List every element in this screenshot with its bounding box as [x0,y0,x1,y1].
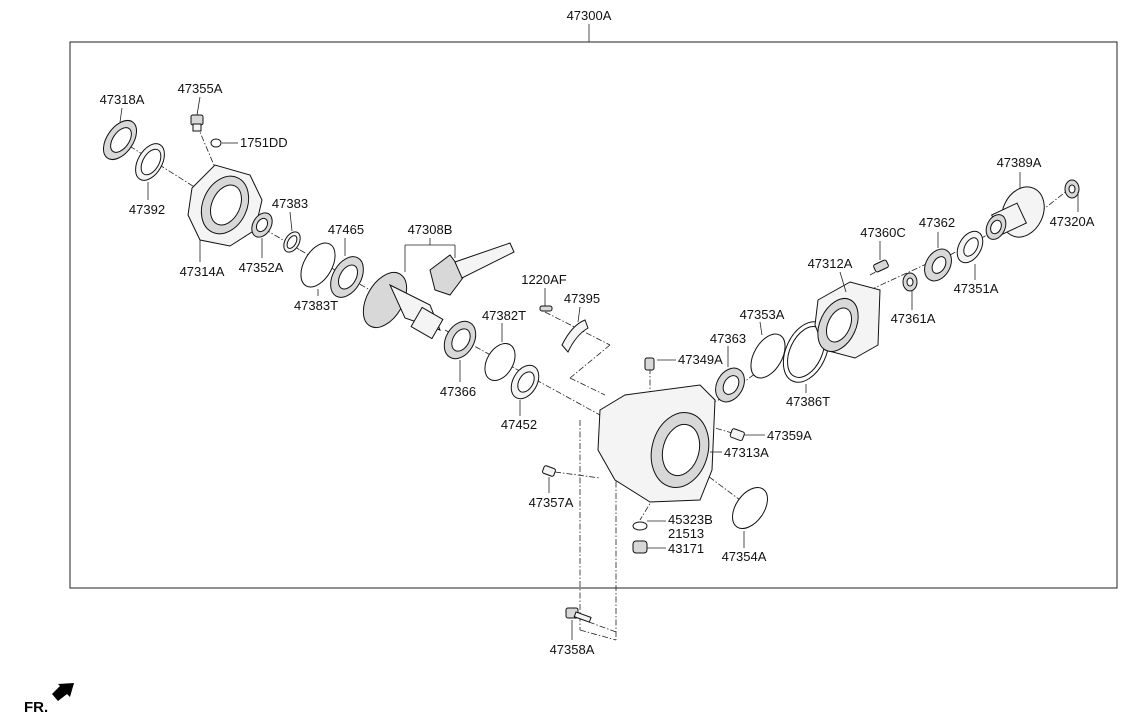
flange-47389a [985,186,1045,240]
label-47320a: 47320A [1050,214,1095,229]
label-47395: 47395 [564,291,600,306]
oring-47354a [732,487,768,529]
label-47389a: 47389A [997,155,1042,170]
bearing-47362 [924,248,952,282]
label-1751dd: 1751DD [240,135,288,150]
label-1220af: 1220AF [521,272,567,287]
shim-47382t [484,343,516,381]
label-47383: 47383 [272,196,308,211]
label-47366: 47366 [440,384,476,399]
label-47362: 47362 [919,215,955,230]
label-47357a: 47357A [529,495,574,510]
nut-47320a [1064,179,1080,199]
front-arrow-icon [52,683,74,701]
label-47355a: 47355A [178,81,223,96]
seal-47318a [102,119,138,161]
clip-47395 [561,319,589,353]
housing-47312a [814,281,881,359]
assembly-lines [119,124,1069,641]
assembly-frame [69,41,1118,589]
bearing-47366 [443,320,477,360]
label-47392: 47392 [129,202,165,217]
screw-1220af [539,305,553,312]
dowel-47359a [729,428,745,442]
seal-47452 [510,364,540,400]
ring-47392 [135,143,165,181]
leader-lines [119,96,1079,640]
part-labels: 47318A 47355A 1751DD 47392 47314A 47352A… [100,81,1095,657]
label-47318a: 47318A [100,92,145,107]
nut-47361a [902,272,918,292]
label-47314a: 47314A [180,264,225,279]
label-47352a: 47352A [239,260,284,275]
label-47383t: 47383T [294,298,338,313]
label-43171: 43171 [668,541,704,556]
washer-1751dd [210,138,222,148]
bearing-47465 [330,256,364,298]
seal-47351a [956,230,984,264]
label-47382t: 47382T [482,308,526,323]
washer-45323b [632,521,648,531]
label-47354a: 47354A [722,549,767,564]
ring-47383 [283,231,301,253]
label-47313a: 47313A [724,445,769,460]
gear-set-47308b [362,242,515,340]
label-45323b: 45323B [668,512,713,527]
label-47363: 47363 [710,331,746,346]
label-21513: 21513 [668,526,704,541]
housing-47313a [597,357,716,503]
label-47386t: 47386T [786,394,830,409]
label-47361a: 47361A [891,311,936,326]
cover-47314a [187,164,263,247]
label-47353a: 47353A [740,307,785,322]
nut-43171 [632,540,648,554]
label-47308b: 47308B [408,222,453,237]
oring-47353a [750,333,786,379]
label-47312a: 47312A [808,256,853,271]
label-47359a: 47359A [767,428,812,443]
shim-47386t [782,321,830,383]
front-direction-indicator: FR. [24,683,74,716]
shim-47383t [300,242,336,288]
dowel-47357a [542,465,556,477]
label-47465: 47465 [328,222,364,237]
plug-47355a [190,114,204,132]
assembly-label: 47300A [567,8,612,23]
bearing-47363 [715,367,745,403]
label-47452: 47452 [501,417,537,432]
label-47349a: 47349A [678,352,723,367]
bolt-47358a [565,607,592,623]
bearing-47352a [251,212,273,238]
front-label: FR. [24,699,48,716]
label-47360c: 47360C [860,225,906,240]
label-47351a: 47351A [954,281,999,296]
label-47358a: 47358A [550,642,595,657]
bolt-47360c [873,259,889,273]
